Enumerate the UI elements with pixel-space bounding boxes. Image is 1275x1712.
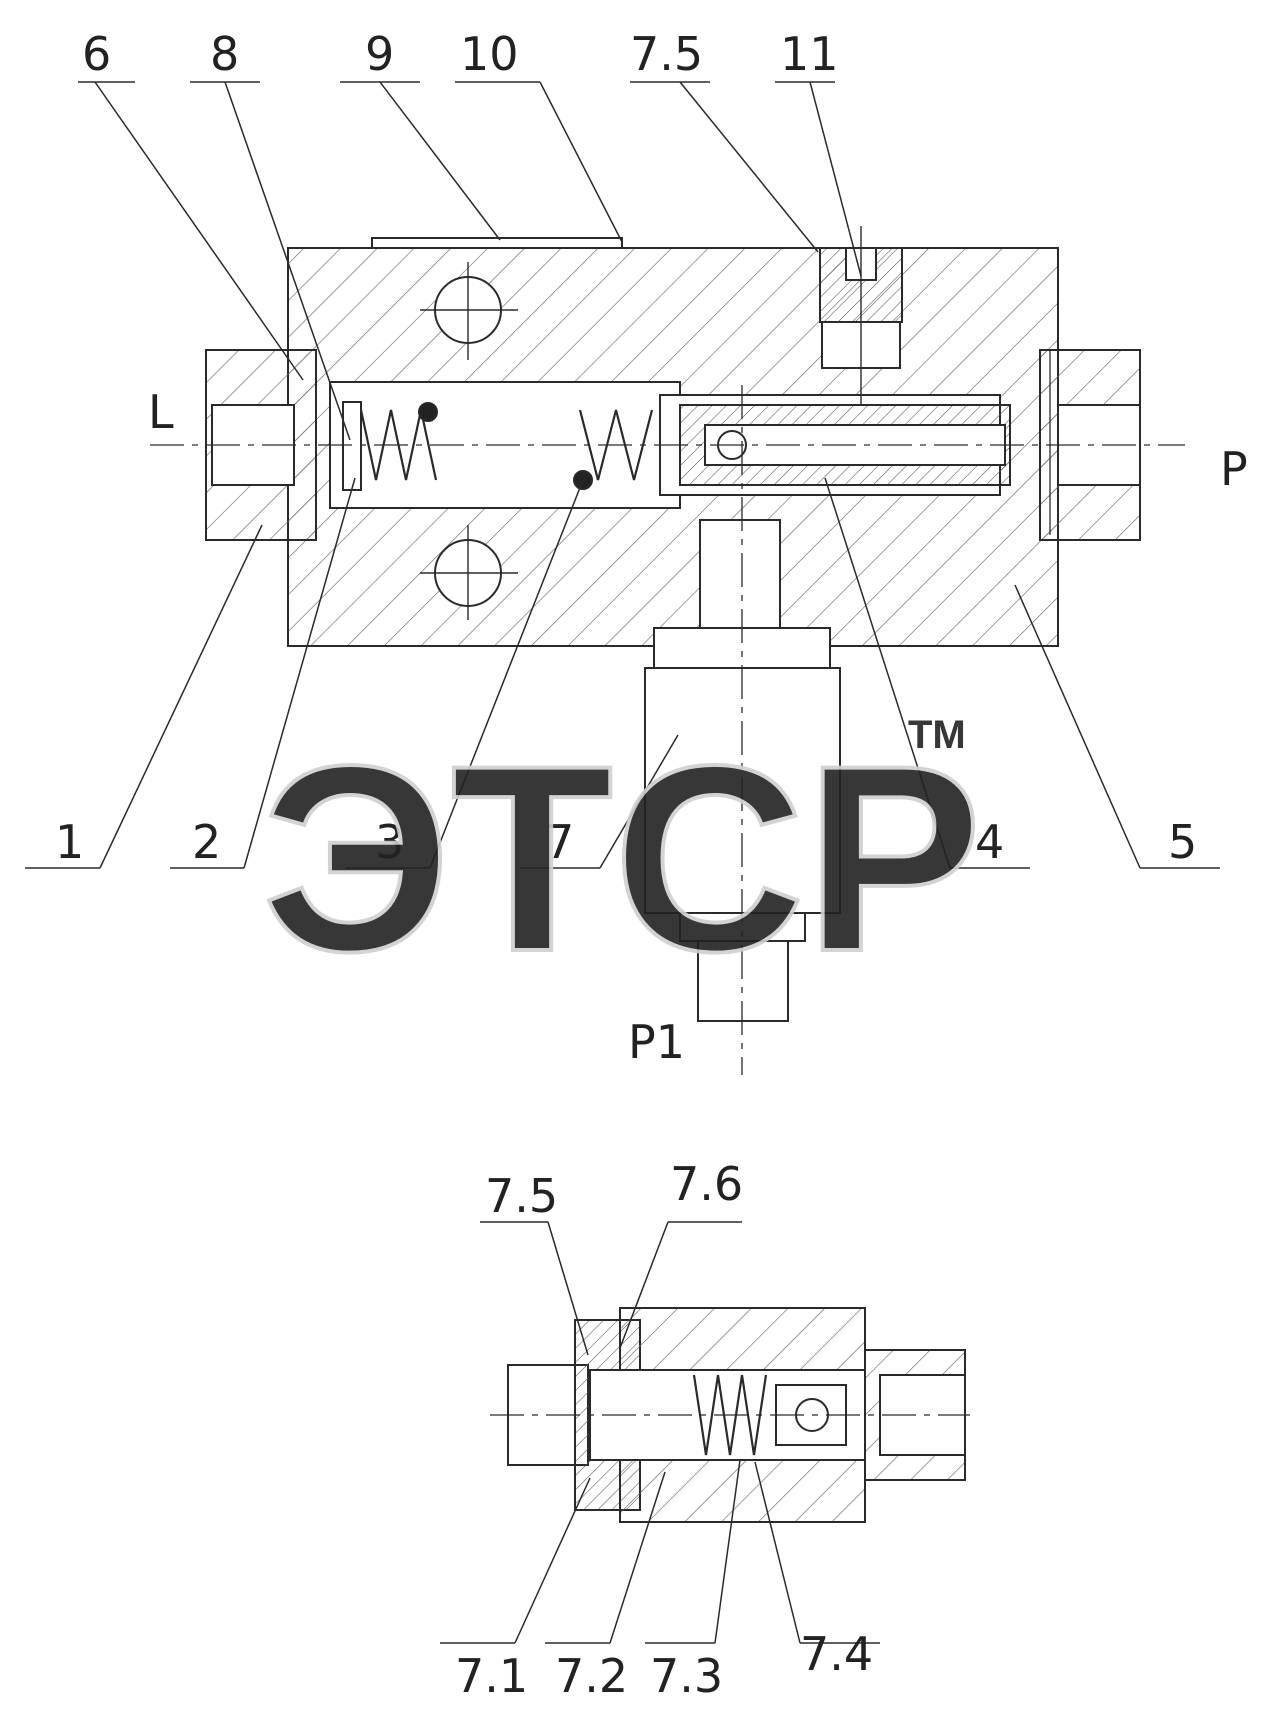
callout-11: 11 (780, 27, 839, 81)
callouts-detail: 7.5 7.6 7.1 7.2 7.3 7.4 (455, 1157, 873, 1703)
callout-4: 4 (975, 815, 1004, 869)
main-assembly (150, 226, 1185, 1075)
callout-detail-7-1: 7.1 (455, 1649, 528, 1703)
callout-detail-7-3: 7.3 (650, 1649, 723, 1703)
callout-3: 3 (375, 815, 404, 869)
callout-9: 9 (365, 27, 394, 81)
outlet-nipple (697, 940, 789, 1022)
watermark-logo: ЭТСР (262, 711, 982, 1007)
spring-right (578, 409, 654, 481)
leader-lines-main (25, 81, 1220, 869)
callout-2: 2 (192, 815, 221, 869)
port-label-p: P (1220, 442, 1248, 496)
callout-7: 7 (545, 815, 574, 869)
callout-detail-7-2: 7.2 (555, 1649, 628, 1703)
callout-7-5-main: 7.5 (630, 27, 703, 81)
watermark: ЭТСР TM (260, 709, 984, 1009)
callout-5: 5 (1168, 815, 1197, 869)
check-valve-stem (699, 519, 781, 631)
callout-6: 6 (82, 27, 111, 81)
callout-detail-7-4: 7.4 (800, 1627, 873, 1681)
callout-10: 10 (460, 27, 519, 81)
detail-assembly (490, 1307, 970, 1523)
leader-lines-detail (440, 1221, 880, 1644)
piston (342, 401, 362, 491)
port-label-l: L (148, 385, 174, 439)
name-plate (371, 237, 623, 249)
callouts-main: 6 8 9 10 7.5 11 1 2 3 7 4 5 (55, 27, 1197, 869)
port-labels: L P P1 (148, 385, 1248, 1069)
callout-detail-7-6: 7.6 (670, 1157, 743, 1211)
watermark-trademark: TM (908, 713, 966, 757)
detail-spring (692, 1374, 768, 1456)
callout-detail-7-5: 7.5 (485, 1169, 558, 1223)
callout-1: 1 (55, 815, 84, 869)
port-label-p1: P1 (628, 1015, 685, 1069)
callout-8: 8 (210, 27, 239, 81)
